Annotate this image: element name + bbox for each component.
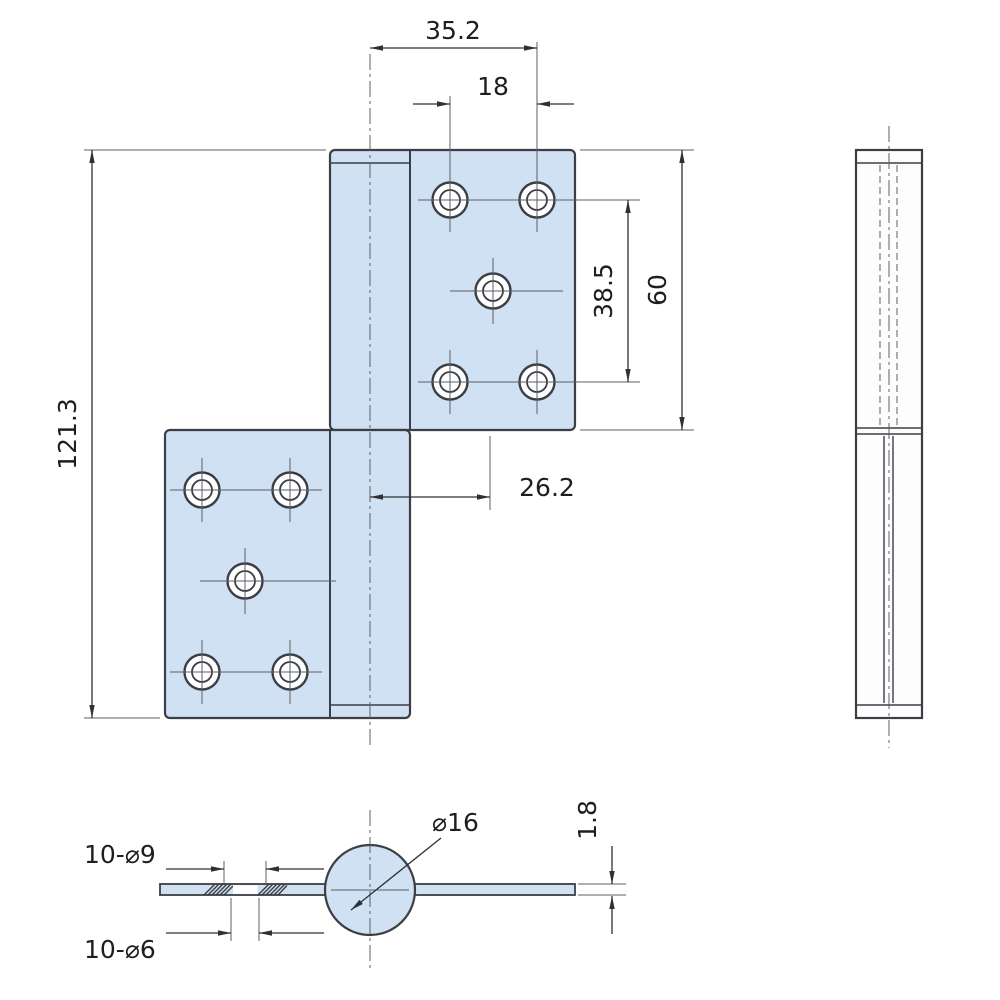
dim-top-width: 35.2 (370, 16, 537, 51)
dim-knuckle-diameter-label: ⌀16 (432, 808, 479, 837)
dim-top-hole-spacing-label: 18 (477, 72, 509, 101)
section-hatch-right (257, 883, 288, 896)
dim-center-hole-offset-label: 26.2 (519, 473, 575, 502)
lower-leaf-plate (163, 428, 412, 720)
upper-leaf (328, 148, 577, 432)
dim-leaf-height: 60 (580, 149, 694, 431)
dim-top-width-label: 35.2 (425, 16, 481, 45)
dim-leaf-height-label: 60 (643, 274, 672, 306)
front-view (163, 42, 577, 748)
dim-total-height-label: 121.3 (53, 398, 82, 470)
dim-countersink-label: 10-⌀9 (84, 840, 156, 869)
dim-through-hole: 10-⌀6 (84, 898, 324, 964)
dim-through-hole-label: 10-⌀6 (84, 935, 156, 964)
dim-top-hole-spacing: 18 (413, 72, 574, 107)
dim-total-height: 121.3 (53, 149, 326, 719)
section-hatch-left (203, 883, 234, 896)
dim-thickness: 1.8 (573, 800, 626, 934)
dim-vertical-hole-pitch: 38.5 (556, 199, 640, 383)
dim-vertical-hole-pitch-label: 38.5 (589, 263, 618, 319)
section-hole-gap (233, 885, 258, 894)
front-dimensions: 35.2 18 38.5 60 121.3 26 (53, 16, 694, 719)
hole-centerlines (170, 42, 570, 704)
section-view (159, 810, 576, 970)
lower-leaf (163, 428, 412, 720)
dim-center-hole-offset: 26.2 (370, 436, 575, 510)
section-dimensions: ⌀16 10-⌀9 10-⌀6 1.8 (84, 800, 626, 964)
dim-knuckle-diameter: ⌀16 (350, 808, 479, 911)
dim-thickness-label: 1.8 (573, 800, 602, 840)
dim-countersink: 10-⌀9 (84, 840, 324, 884)
upper-leaf-plate (328, 148, 577, 432)
side-view (854, 126, 924, 748)
